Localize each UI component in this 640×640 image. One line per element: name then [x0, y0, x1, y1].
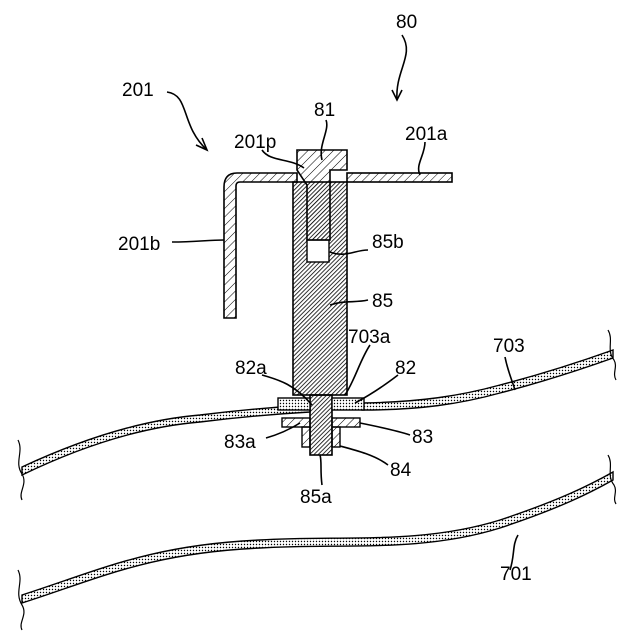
leader-lines	[167, 35, 518, 570]
label-80: 80	[396, 12, 417, 33]
label-85b: 85b	[372, 232, 404, 253]
label-81: 81	[314, 100, 335, 121]
label-701: 701	[500, 564, 532, 585]
label-703: 703	[493, 336, 525, 357]
label-201: 201	[122, 80, 154, 101]
panel-701	[18, 455, 616, 630]
label-201a: 201a	[405, 124, 448, 145]
label-82a: 82a	[235, 358, 267, 379]
label-83: 83	[412, 427, 433, 448]
label-201p: 201p	[234, 132, 276, 153]
label-703a: 703a	[348, 327, 391, 348]
label-85: 85	[372, 291, 393, 312]
stud-85a	[310, 395, 332, 455]
label-83a: 83a	[224, 432, 256, 453]
label-82: 82	[395, 358, 416, 379]
label-85a: 85a	[300, 487, 332, 508]
label-84: 84	[390, 460, 412, 481]
label-201b: 201b	[118, 234, 160, 255]
